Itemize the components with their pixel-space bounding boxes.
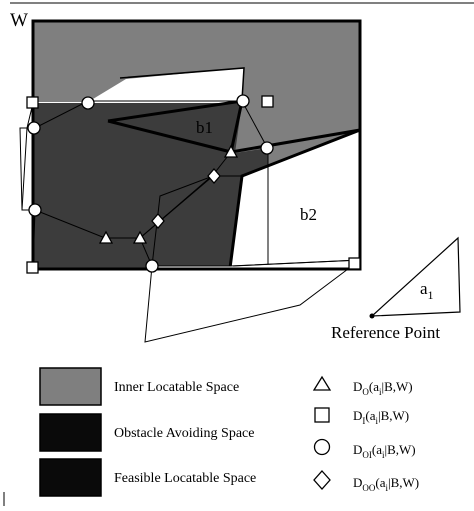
- square-marker: [26, 96, 39, 109]
- legend-triangle-icon: [312, 375, 332, 391]
- legend-diamond-icon: [313, 470, 331, 490]
- square-marker: [261, 95, 274, 108]
- square-marker: [348, 257, 361, 270]
- legend-label-feasible: Feasible Locatable Space: [114, 471, 256, 486]
- legend-swatch-feasible: [39, 458, 102, 497]
- symbol-legend: DO(ai|B,W) DI(ai|B,W) DOI(ai|B,W) DOO(ai…: [312, 375, 419, 493]
- diamond-marker: [207, 168, 221, 184]
- triangle-marker: [98, 230, 114, 244]
- symbol-label-doo: DOO(ai|B,W): [353, 475, 419, 493]
- obstacle-b1: [33, 68, 244, 103]
- circle-marker: [27, 121, 41, 135]
- obstacle-b2-label: b2: [300, 205, 317, 224]
- diamond-edge-2: [159, 175, 214, 222]
- legend: Inner Locatable Space Obstacle Avoiding …: [39, 367, 256, 497]
- workspace-label: W: [10, 10, 28, 31]
- legend-label-inner: Inner Locatable Space: [114, 380, 239, 395]
- triangle-marker: [132, 230, 148, 244]
- symbol-label-doi: DOI(ai|B,W): [353, 442, 416, 460]
- circle-markers: [27, 94, 274, 273]
- circle-marker: [28, 203, 42, 217]
- b1-top-edge: [119, 67, 245, 101]
- diamond-marker: [151, 213, 165, 229]
- legend-circle-icon: [313, 438, 331, 456]
- obstacle-b1-label: b1: [196, 118, 213, 137]
- swept-outline-left: [21, 102, 232, 239]
- triangle-markers: [98, 144, 239, 244]
- legend-label-obstacle: Obstacle Avoiding Space: [114, 426, 255, 441]
- b1-b2-edge: [230, 128, 361, 154]
- diamond-markers: [151, 168, 221, 229]
- inner-space-overlap: [235, 103, 268, 153]
- reference-point-marker: [369, 313, 375, 319]
- circle-marker: [145, 259, 159, 273]
- symbol-label-di: DI(ai|B,W): [353, 408, 409, 426]
- feasible-locatable-space: [33, 103, 268, 269]
- object-a1: [370, 236, 461, 317]
- symbol-label-do: DO(ai|B,W): [353, 379, 413, 397]
- b2-bottom-edge: [232, 259, 361, 267]
- legend-swatch-inner: [39, 367, 102, 406]
- reference-point-label: Reference Point: [331, 323, 440, 342]
- square-marker: [26, 261, 39, 274]
- circle-marker: [236, 94, 250, 108]
- square-markers: [26, 95, 361, 274]
- legend-swatch-obstacle: [39, 413, 102, 452]
- object-label: a1: [420, 279, 434, 302]
- b1-outline: [107, 99, 244, 154]
- swept-region-bottom: [144, 259, 362, 343]
- circle-marker: [260, 141, 274, 155]
- circle-marker: [81, 96, 95, 110]
- workspace-frame: [31, 19, 362, 271]
- legend-square-icon: [314, 407, 330, 423]
- triangle-marker: [223, 144, 239, 158]
